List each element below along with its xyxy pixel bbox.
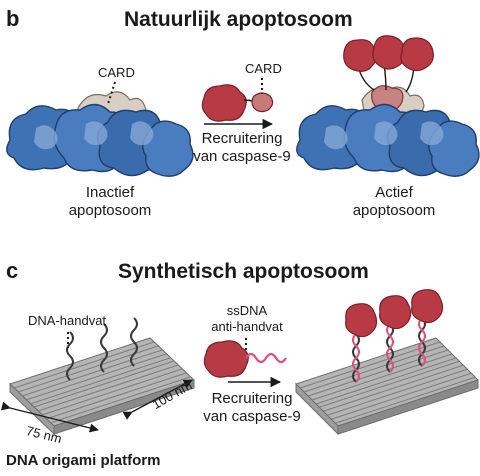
dimension-75nm-arrow bbox=[0, 401, 99, 433]
ssdna-label-line1: ssDNA bbox=[226, 303, 268, 318]
dna-origami-platform-left bbox=[0, 317, 195, 436]
active-caption-line1: Actief bbox=[375, 184, 413, 201]
inactive-caption-line2: apoptosoom bbox=[68, 202, 152, 219]
caspase-body bbox=[411, 289, 444, 324]
caspase-body bbox=[379, 295, 412, 330]
active-apoptosome bbox=[296, 35, 480, 177]
card-label-mid: CARD bbox=[245, 61, 282, 76]
dimension-100nm-arrow bbox=[122, 379, 193, 420]
caspase-ssdna bbox=[203, 338, 287, 388]
panel-b-letter: b bbox=[6, 6, 20, 31]
caspase-body bbox=[201, 84, 247, 122]
dna-handle bbox=[66, 331, 74, 381]
caspase-body bbox=[372, 35, 406, 70]
arrow-label-b-line2: van caspase-9 bbox=[193, 148, 291, 165]
panel-c-title: Synthetisch apoptosoom bbox=[118, 260, 369, 283]
inactive-apoptosome bbox=[6, 81, 194, 177]
ssdna-anti-handle bbox=[245, 352, 287, 364]
platform-label: DNA origami platform bbox=[6, 452, 161, 469]
dna-handle bbox=[130, 317, 138, 367]
caspase-9-free bbox=[201, 78, 274, 130]
panel-c-letter: c bbox=[6, 258, 19, 283]
caspase-body bbox=[343, 39, 378, 72]
caspase-body bbox=[345, 303, 378, 338]
card-label-left: CARD bbox=[98, 65, 135, 80]
caspase-body bbox=[203, 340, 249, 378]
panel-b-title: Natuurlijk apoptosoom bbox=[124, 8, 353, 31]
caspase-card bbox=[251, 92, 274, 113]
ssdna-label-line2: anti-handvat bbox=[211, 319, 283, 334]
dna-origami-platform-right bbox=[295, 289, 479, 436]
dna-handle-label: DNA-handvat bbox=[28, 313, 107, 328]
dna-handle bbox=[100, 323, 108, 373]
caspase-body bbox=[400, 37, 434, 72]
arrow-label-c-line1: Recruitering bbox=[211, 390, 293, 407]
blue-subunit bbox=[142, 120, 194, 177]
active-caption-line2: apoptosoom bbox=[352, 202, 436, 219]
arrow-label-b-line1: Recruitering bbox=[201, 130, 283, 147]
inactive-caption-line1: Inactief bbox=[85, 184, 135, 201]
arrow-label-c-line2: van caspase-9 bbox=[203, 408, 301, 425]
